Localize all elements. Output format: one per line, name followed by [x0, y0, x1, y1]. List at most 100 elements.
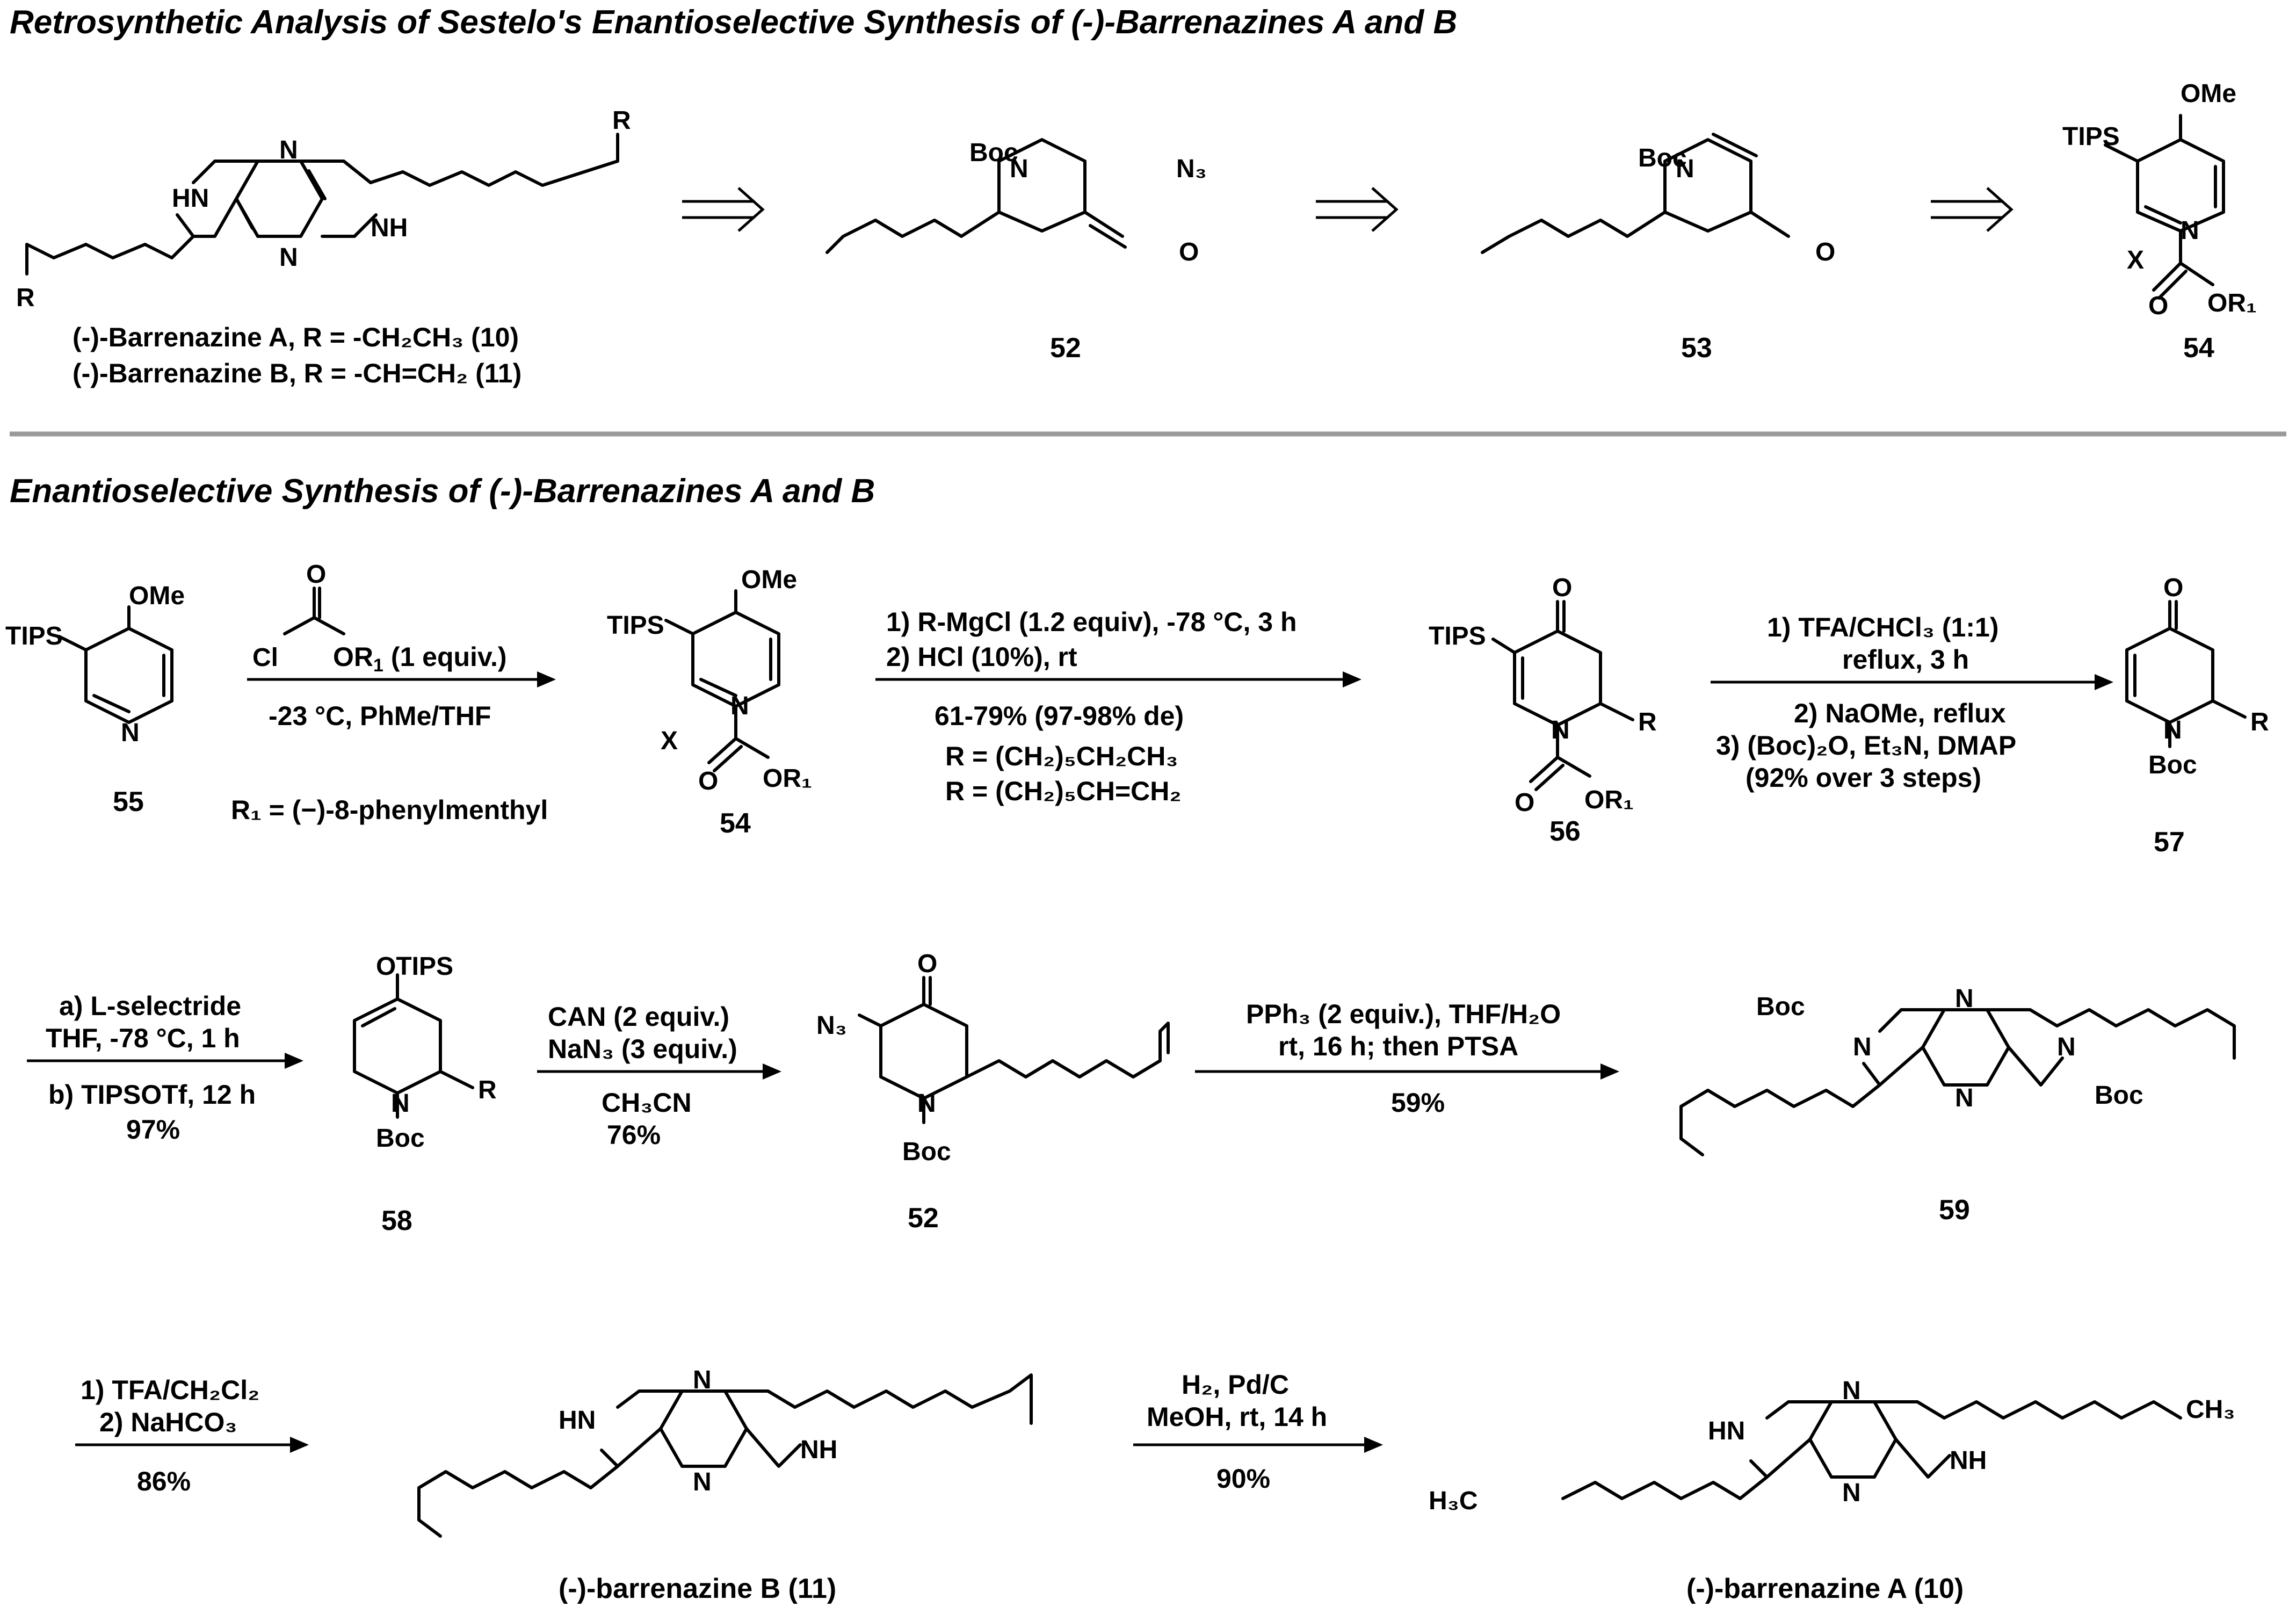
- boc-label: Boc: [2095, 1081, 2143, 1110]
- step7-line1: 1) TFA/CH₂Cl₂: [81, 1375, 259, 1405]
- nh-label: NH: [371, 214, 408, 242]
- label-barrenazine-a: (-)-barrenazine A (10): [1686, 1573, 1964, 1604]
- chloroformate-reagent: O Cl OR1 (1 equiv.): [252, 560, 507, 676]
- hn-label: HN: [1708, 1417, 1745, 1445]
- step5-line4: 76%: [607, 1120, 661, 1150]
- hn-label: HN: [172, 184, 209, 213]
- pyrazine-double-bond: [307, 169, 327, 200]
- o-label: O: [917, 950, 937, 978]
- retro-label-54: 54: [2183, 332, 2214, 364]
- ome-label: OMe: [129, 582, 185, 610]
- label-58: 58: [381, 1205, 412, 1236]
- barrenazine-a-structure: HN NH N N CH₃ H₃C: [1429, 1377, 2235, 1515]
- n-label: N: [279, 243, 298, 272]
- retro-arrow: [682, 187, 765, 232]
- x-label: X: [661, 727, 678, 755]
- retro-compound-52-structure: N Boc N₃ O: [825, 138, 1207, 266]
- r-label: R: [16, 284, 35, 312]
- right-side-chain: [369, 133, 619, 187]
- n-label: N: [1955, 1084, 1974, 1112]
- compound-57-structure: O R N Boc: [2125, 574, 2269, 779]
- retro-compound-53-structure: N Boc O: [1481, 133, 1835, 266]
- arrowhead: [763, 1063, 781, 1080]
- ome-label: OMe: [741, 566, 797, 594]
- n-label: N: [1842, 1377, 1861, 1405]
- arrowhead: [1343, 671, 1361, 687]
- ome-label: OMe: [2181, 79, 2236, 108]
- step2-r-option-b: R = (CH₂)₅CH=CH₂: [945, 776, 1182, 806]
- retro-label-52: 52: [1050, 332, 1081, 364]
- step4-line1: a) L-selectride: [59, 991, 241, 1021]
- label-55: 55: [113, 786, 144, 817]
- step3-line5: (92% over 3 steps): [1745, 763, 1981, 793]
- step4-line2: THF, -78 °C, 1 h: [46, 1023, 240, 1053]
- arrowhead: [1364, 1437, 1383, 1453]
- tips-label: TIPS: [2062, 122, 2120, 151]
- nh-label: NH: [1950, 1446, 1987, 1475]
- step2-line1: 1) R-MgCl (1.2 equiv), -78 °C, 3 h: [886, 607, 1297, 637]
- retro-barrenazine-b-label: (-)-Barrenazine B, R = -CH=CH₂ (11): [73, 358, 522, 388]
- left-piperidine-ring: [176, 160, 259, 238]
- r1-definition: R₁ = (−)-8-phenylmenthyl: [231, 795, 548, 825]
- retro-arrow: [1316, 187, 1399, 232]
- label-54: 54: [720, 808, 751, 839]
- o-label: O: [306, 560, 326, 589]
- cl-label: Cl: [252, 643, 278, 672]
- step5-line1: CAN (2 equiv.): [548, 1002, 729, 1032]
- compound-59-structure: N Boc N Boc N N: [1679, 985, 2236, 1156]
- n-label: N: [1551, 716, 1570, 744]
- o-label: O: [698, 767, 718, 795]
- ketone-o-label: O: [1179, 238, 1199, 266]
- retro-barrenazine-a-label: (-)-Barrenazine A, R = -CH₂CH₃ (10): [73, 322, 519, 352]
- boc-label: Boc: [2148, 751, 2197, 779]
- label-56: 56: [1549, 816, 1581, 847]
- step7-line3: 86%: [137, 1466, 191, 1496]
- r-label: R: [2250, 708, 2269, 736]
- retro-title: Retrosynthetic Analysis of Sestelo's Ena…: [10, 4, 1457, 41]
- h3c-label: H₃C: [1429, 1487, 1478, 1515]
- arrowhead: [1600, 1063, 1619, 1080]
- right-piperidine-ring: [299, 160, 378, 238]
- compound-58-structure: OTIPS R N Boc: [353, 952, 497, 1153]
- arrowhead: [537, 671, 556, 687]
- o-label: O: [1515, 788, 1534, 817]
- x-label: X: [2127, 246, 2144, 274]
- otips-label: OTIPS: [376, 952, 453, 981]
- step3-line2: reflux, 3 h: [1842, 645, 1969, 675]
- n-label: N: [2181, 216, 2199, 245]
- nh-label: NH: [800, 1436, 837, 1464]
- n-label: N: [2057, 1033, 2076, 1061]
- hn-label: HN: [559, 1406, 596, 1435]
- step8-line1: H₂, Pd/C: [1182, 1370, 1289, 1400]
- step2-line2: 2) HCl (10%), rt: [886, 642, 1077, 672]
- label-barrenazine-b: (-)-barrenazine B (11): [559, 1573, 836, 1604]
- n-label: N: [693, 1468, 712, 1496]
- step8-line3: 90%: [1216, 1464, 1270, 1494]
- compound-56-structure: O TIPS R N O OR₁: [1429, 574, 1657, 817]
- retro-label-53: 53: [1681, 332, 1712, 364]
- step7-line2: 2) NaHCO₃: [99, 1407, 237, 1437]
- step5-line2: NaN₃ (3 equiv.): [548, 1034, 737, 1064]
- step1-above: OR1 (1 equiv.): [333, 642, 507, 676]
- step2-yield: 61-79% (97-98% de): [935, 701, 1184, 731]
- r-label: R: [478, 1076, 497, 1104]
- n-label: N: [1676, 155, 1694, 183]
- step8-line2: MeOH, rt, 14 h: [1147, 1402, 1327, 1432]
- step4-line4: 97%: [126, 1114, 180, 1145]
- or1-label: OR₁: [2207, 289, 2257, 317]
- step5-line3: CH₃CN: [602, 1088, 692, 1118]
- compound-55-structure: OMe TIPS N: [5, 582, 185, 747]
- n-label: N: [121, 719, 140, 747]
- step6-line3: 59%: [1391, 1088, 1445, 1118]
- ketone-o-label: O: [1815, 238, 1835, 266]
- azide-label: N₃: [816, 1011, 847, 1040]
- left-side-chain: [25, 235, 195, 276]
- n-label: N: [2163, 716, 2182, 744]
- n-label: N: [730, 692, 749, 720]
- step3-line1: 1) TFA/CHCl₃ (1:1): [1767, 612, 1998, 642]
- r-label: R: [612, 106, 631, 135]
- boc-label: Boc: [902, 1138, 951, 1166]
- n-label: N: [917, 1089, 936, 1118]
- carbonyl-o-label: O: [2148, 292, 2168, 320]
- step6-line2: rt, 16 h; then PTSA: [1278, 1031, 1518, 1061]
